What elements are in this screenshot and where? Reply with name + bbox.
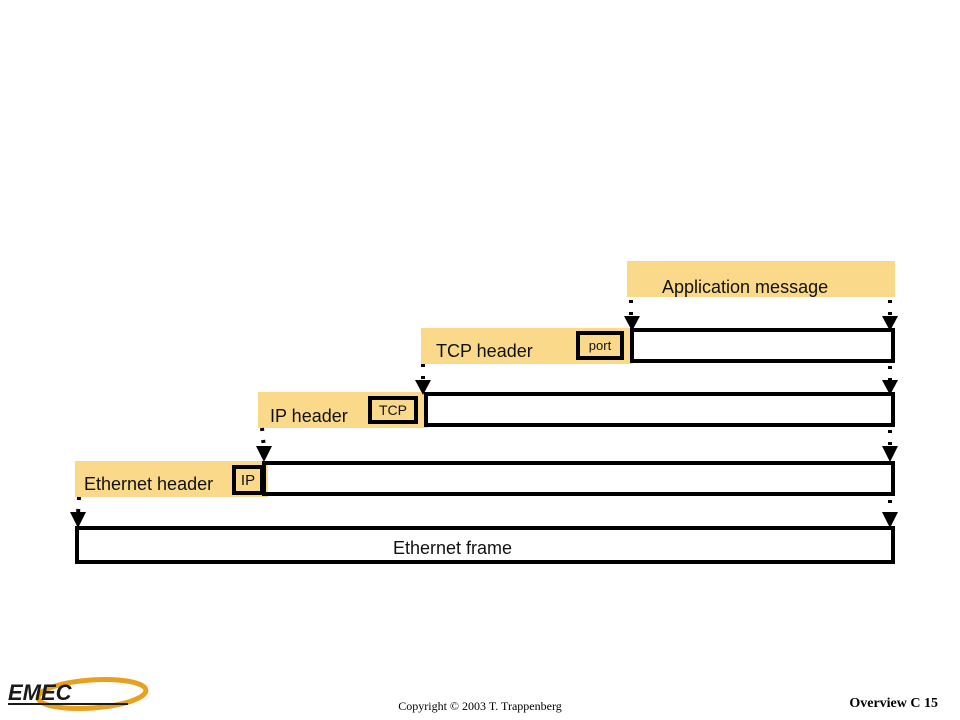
tcp-right-arrowhead	[882, 380, 898, 395]
eth-left-arrowhead	[70, 512, 86, 528]
tcp-tag: TCP	[368, 396, 418, 424]
emec-logo: EMEC	[8, 677, 149, 711]
tcp-segment-box	[630, 328, 895, 363]
application-message-label: Application message	[662, 277, 829, 297]
ip-header-label: IP header	[270, 406, 348, 426]
application-message-fill	[627, 261, 895, 297]
ethernet-header-label: Ethernet header	[84, 474, 214, 494]
tcp-left-arrowhead	[415, 380, 431, 395]
ip-packet-box	[424, 392, 895, 427]
app-left-arrowhead	[624, 316, 640, 331]
slide-number: Overview C 15	[849, 696, 938, 711]
ip-left-dotted-line	[260, 427, 266, 449]
logo-wordmark: EMEC	[8, 680, 73, 705]
ip-tag: IP	[232, 465, 264, 495]
copyright-text: Copyright © 2003 T. Trappenberg	[398, 699, 562, 713]
logo-underline	[8, 703, 128, 705]
logo-swoosh	[35, 677, 149, 711]
ip-left-arrowhead	[256, 446, 272, 462]
tcp-header-label: TCP header	[436, 341, 533, 361]
ethernet-frame-box	[75, 526, 895, 564]
eth-right-arrowhead	[882, 512, 898, 528]
ip-right-arrowhead	[882, 446, 898, 462]
app-right-arrowhead	[882, 316, 898, 331]
ethernet-payload-box	[262, 461, 895, 496]
port-tag: port	[576, 331, 624, 360]
eth-left-dotted-line	[76, 496, 81, 515]
ethernet-frame-label: Ethernet frame	[393, 538, 513, 558]
